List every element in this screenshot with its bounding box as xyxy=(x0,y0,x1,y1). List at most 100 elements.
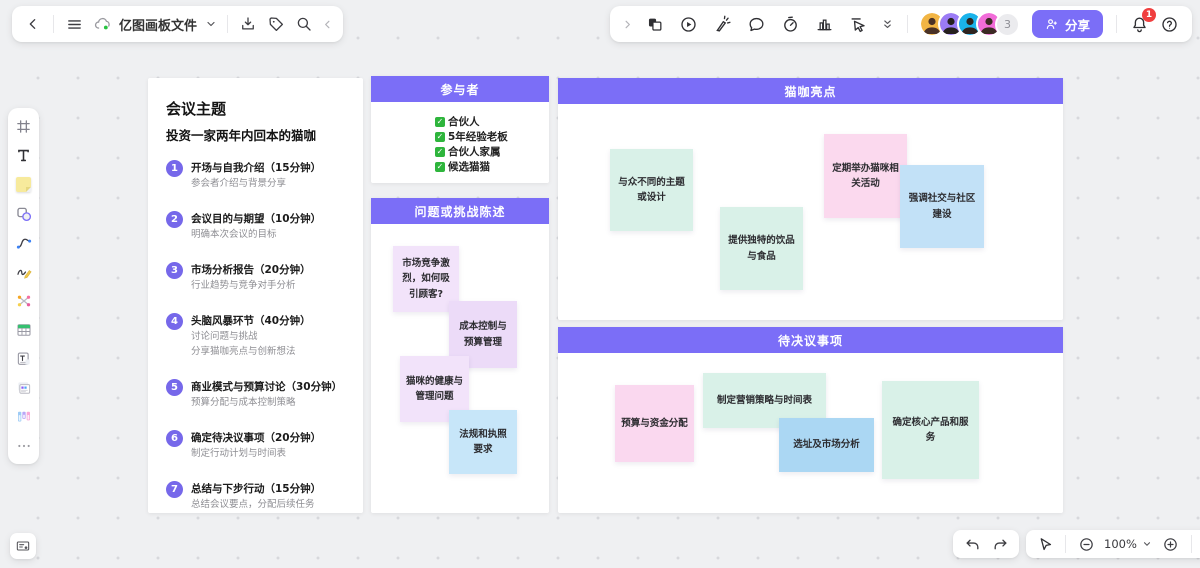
pointer-mode-button[interactable] xyxy=(1032,531,1058,557)
sticky-note[interactable]: 定期举办猫咪相关活动 xyxy=(824,134,907,218)
sticky-note-tool-button[interactable] xyxy=(12,174,36,195)
redo-icon xyxy=(994,539,1006,549)
agenda-item-text: 会议目的与期望（10分钟） 明确本次会议的目标 xyxy=(191,211,321,242)
sticky-note[interactable]: 强调社交与社区建设 xyxy=(900,165,984,248)
bell-icon xyxy=(1132,16,1146,32)
text-tool-button[interactable] xyxy=(12,145,36,166)
avatar[interactable] xyxy=(918,11,945,37)
share-button[interactable]: 分享 xyxy=(1031,10,1103,38)
avatar[interactable] xyxy=(975,11,1002,37)
divider xyxy=(227,15,229,33)
pen-tool-button[interactable] xyxy=(12,261,36,282)
sticky-note[interactable]: 确定核心产品和服务 xyxy=(882,381,979,479)
sticky-note[interactable]: 制定营销策略与时间表 xyxy=(703,373,826,428)
sticky-note[interactable]: 提供独特的饮品与食品 xyxy=(720,207,803,290)
zoom-out-button[interactable] xyxy=(1073,531,1099,557)
help-icon xyxy=(1161,16,1177,32)
redo-button[interactable] xyxy=(987,531,1013,557)
zoom-toolbar: 100% xyxy=(1026,530,1200,558)
zoom-in-icon xyxy=(1164,537,1178,551)
decisions-header: 待决议事项 xyxy=(558,327,1063,353)
bottom-panel-toggle-button[interactable] xyxy=(10,533,36,559)
agenda-item-title: 确定待决议事项（20分钟） xyxy=(191,432,322,444)
agenda-item-number: 4 xyxy=(166,313,183,330)
person-plus-icon xyxy=(1046,19,1057,29)
collapse-tools-button[interactable] xyxy=(878,11,898,37)
collaborator-count[interactable]: 3 xyxy=(994,11,1020,37)
cards-icon xyxy=(17,381,30,394)
agenda-item-desc: 参会者介绍与背景分享 xyxy=(191,178,287,189)
frame-tool-button[interactable] xyxy=(12,116,36,137)
sticky-note[interactable]: 选址及市场分析 xyxy=(779,418,874,472)
more-dots-icon xyxy=(17,444,30,447)
agenda-item-text: 市场分析报告（20分钟）行业趋势与竞争对手分析 xyxy=(191,262,311,293)
participants-header: 参与者 xyxy=(371,76,549,102)
file-name[interactable]: 亿图画板文件 xyxy=(119,18,198,34)
chevron-right-icon xyxy=(626,20,631,28)
present-play-button[interactable] xyxy=(676,11,702,37)
checkbox-checked-icon: ✓ xyxy=(435,116,445,127)
agenda-item-number: 2 xyxy=(166,211,183,228)
expand-toolbar-button[interactable] xyxy=(620,11,636,37)
undo-button[interactable] xyxy=(959,531,985,557)
sticky-note[interactable]: 与众不同的主题或设计 xyxy=(610,149,693,231)
sticky-note[interactable]: 市场竞争激烈，如何吸引顾客? xyxy=(393,246,459,312)
participant-label: 候选猫猫 xyxy=(448,161,490,173)
comment-button[interactable] xyxy=(744,11,770,37)
checkbox-checked-icon: ✓ xyxy=(435,146,445,157)
participant-row[interactable]: ✓候选猫猫 xyxy=(435,159,549,174)
search-button[interactable] xyxy=(291,11,317,37)
mindmap-icon xyxy=(17,295,30,306)
save-download-button[interactable] xyxy=(235,11,261,37)
participant-row[interactable]: ✓5年经验老板 xyxy=(435,129,549,144)
participants-card[interactable]: 参与者 ✓合伙人✓5年经验老板✓合伙人家属✓候选猫猫 xyxy=(371,76,549,183)
timer-button[interactable] xyxy=(778,11,804,37)
mindmap-tool-button[interactable] xyxy=(12,290,36,311)
tag-button[interactable] xyxy=(263,11,289,37)
highlights-card[interactable]: 猫咖亮点 与众不同的主题或设计提供独特的饮品与食品定期举办猫咪相关活动强调社交与… xyxy=(558,78,1063,320)
search-icon xyxy=(297,17,311,31)
participant-row[interactable]: ✓合伙人 xyxy=(435,114,549,129)
participant-row[interactable]: ✓合伙人家属 xyxy=(435,144,549,159)
shapes-tool-button[interactable] xyxy=(12,203,36,224)
table-icon xyxy=(16,323,31,336)
notifications-button[interactable]: 1 xyxy=(1126,8,1156,37)
collapse-toolbar-button[interactable] xyxy=(319,11,335,37)
decisions-card[interactable]: 待决议事项 预算与资金分配制定营销策略与时间表选址及市场分析确定核心产品和服务 xyxy=(558,327,1063,513)
connector-tool-button[interactable] xyxy=(12,232,36,253)
agenda-item-desc: 分享猫咖亮点与创新想法 xyxy=(191,346,296,357)
problems-card[interactable]: 问题或挑战陈述 市场竞争激烈，如何吸引顾客?成本控制与预算管理猫咪的健康与管理问… xyxy=(371,198,549,513)
cursor-icon xyxy=(1040,537,1051,550)
select-tool-button[interactable] xyxy=(846,11,872,37)
vote-stats-button[interactable] xyxy=(812,11,838,37)
file-menu-button[interactable] xyxy=(202,11,220,37)
zoom-menu-button[interactable] xyxy=(1140,531,1154,557)
document-tool-button[interactable] xyxy=(12,348,36,369)
main-menu-button[interactable] xyxy=(61,11,87,37)
agenda-item-desc: 明确本次会议的目标 xyxy=(191,229,277,240)
cloud-sync-status[interactable] xyxy=(89,11,115,37)
card-tool-button[interactable] xyxy=(12,377,36,398)
participant-label: 合伙人 xyxy=(448,116,480,128)
download-icon xyxy=(242,17,254,30)
zoom-in-button[interactable] xyxy=(1158,531,1184,557)
table-tool-button[interactable] xyxy=(12,319,36,340)
agenda-item-desc: 总结会议要点，分配后续任务 xyxy=(191,499,315,510)
agenda-item-title: 会议目的与期望（10分钟） xyxy=(191,213,322,225)
undo-redo-toolbar xyxy=(953,530,1019,558)
double-chevron-down-icon xyxy=(884,19,892,28)
laser-pointer-button[interactable] xyxy=(710,11,736,37)
kanban-tool-button[interactable] xyxy=(12,406,36,427)
help-button[interactable] xyxy=(1156,11,1182,37)
play-icon xyxy=(681,16,697,32)
back-button[interactable] xyxy=(20,11,46,37)
zoom-level[interactable]: 100% xyxy=(1104,537,1137,551)
more-tools-button[interactable] xyxy=(12,435,36,456)
sticky-note[interactable]: 法规和执照要求 xyxy=(449,410,517,474)
highlights-header: 猫咖亮点 xyxy=(558,78,1063,104)
sticky-note-tool-button[interactable] xyxy=(642,11,668,37)
sticky-note[interactable]: 预算与资金分配 xyxy=(615,385,694,462)
